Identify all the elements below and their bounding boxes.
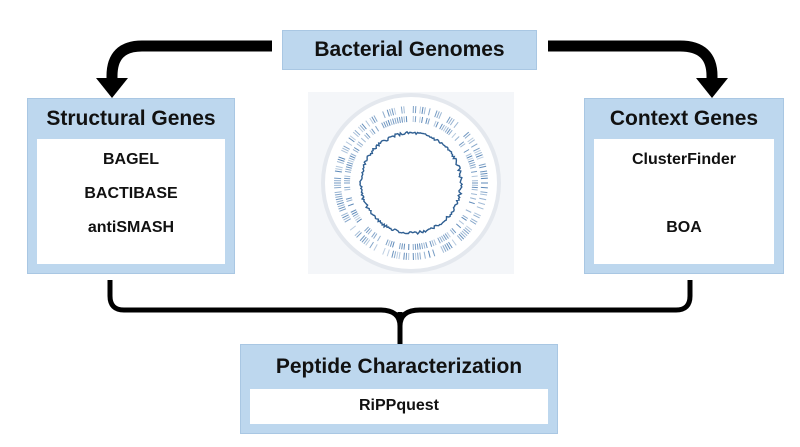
peptide-characterization-list: RiPPquest [250, 389, 548, 424]
arrowhead-right [696, 78, 728, 98]
tool-bactibase: BACTIBASE [84, 185, 178, 202]
arrow-to-context [548, 40, 718, 82]
structural-genes-list: BAGEL BACTIBASE antiSMASH [37, 139, 225, 264]
structural-genes-title: Structural Genes [46, 107, 216, 130]
context-genes-panel: Context Genes ClusterFinder BOA [584, 98, 784, 274]
context-genes-list: ClusterFinder BOA [594, 139, 774, 264]
tool-clusterfinder: ClusterFinder [631, 151, 736, 168]
gene-track-inner [344, 116, 478, 250]
tool-antismash: antiSMASH [87, 219, 175, 236]
peptide-characterization-title: Peptide Characterization [275, 355, 523, 378]
tool-rippquest: RiPPquest [358, 397, 439, 414]
structural-genes-panel: Structural Genes BAGEL BACTIBASE antiSMA… [27, 98, 235, 274]
arrow-to-structural [106, 40, 272, 82]
bacterial-genomes-box: Bacterial Genomes [282, 30, 537, 70]
circular-genome-icon [308, 92, 514, 274]
arrowhead-left [96, 78, 128, 98]
gc-content-track [359, 130, 464, 235]
peptide-characterization-panel: Peptide Characterization RiPPquest [240, 344, 558, 434]
tool-bagel: BAGEL [103, 151, 159, 168]
context-genes-title: Context Genes [609, 107, 759, 130]
tool-boa: BOA [666, 219, 702, 236]
gene-track-outer [334, 106, 488, 260]
bacterial-genomes-title: Bacterial Genomes [314, 38, 505, 61]
